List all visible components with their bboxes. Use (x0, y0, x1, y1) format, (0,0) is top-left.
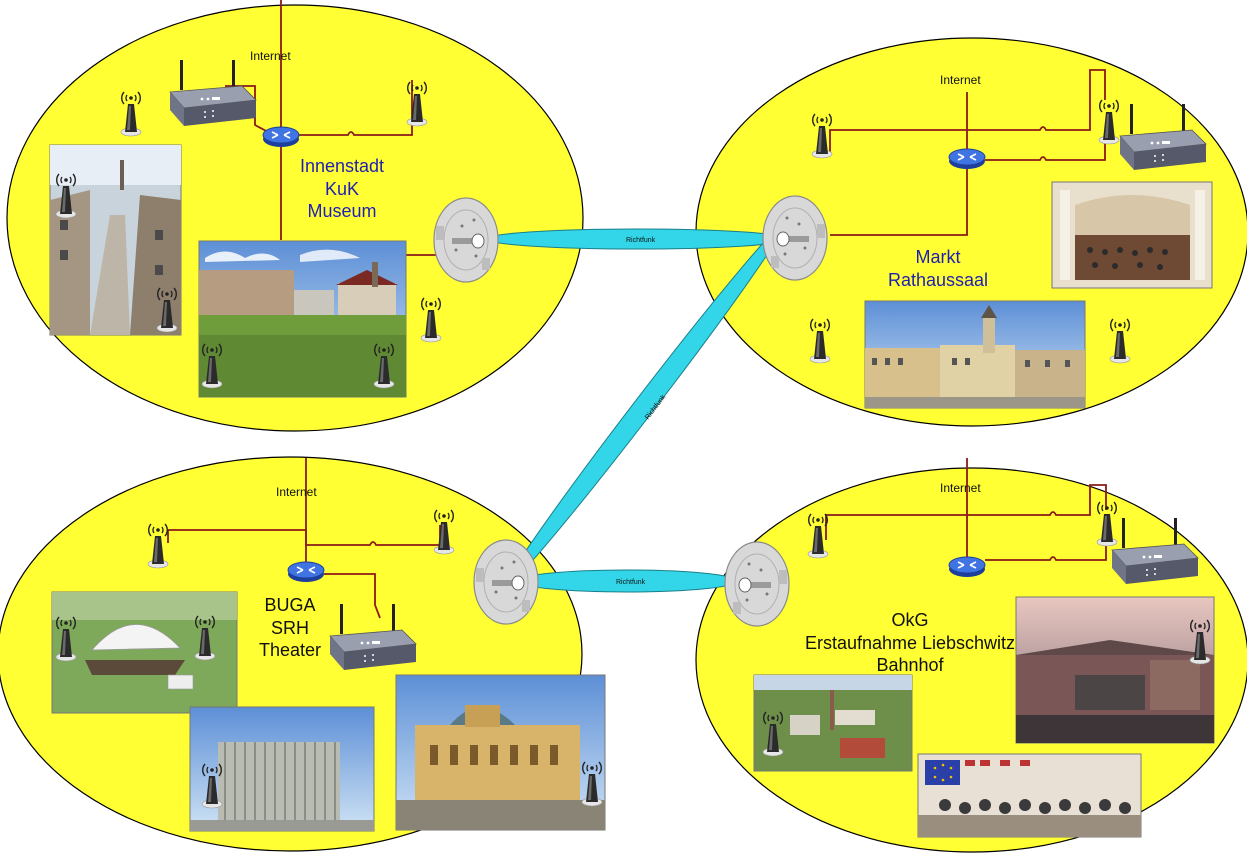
radio-link-label: Richtfunk (616, 579, 646, 586)
photo-theater (395, 674, 606, 831)
region-name-line: Theater (258, 640, 322, 660)
region-name-line: Erstaufnahme Liebschwitz (804, 632, 1016, 653)
photo-rathaussaal-interior (1051, 181, 1213, 289)
region-name-bottom-left: BUGA SRH Theater (240, 594, 340, 662)
cables-bottom-left (167, 458, 441, 619)
router-bottom-right-icon (948, 556, 986, 578)
photo-srh-building (189, 706, 375, 832)
photo-kuk-museum (198, 240, 407, 398)
region-name-line: Bahnhof (876, 655, 944, 675)
photo-bahnhof (1015, 596, 1215, 744)
dish-top-right-icon (762, 195, 828, 281)
region-name-line: OkG (891, 610, 929, 630)
internet-label: Internet (276, 485, 317, 499)
photo-street-view (49, 144, 182, 336)
dish-bottom-left-icon (473, 539, 539, 625)
region-name-line: Rathaussaal (887, 269, 989, 290)
internet-label: Internet (250, 49, 291, 63)
router-top-right-icon (948, 148, 986, 170)
router-bottom-left-icon (287, 561, 325, 583)
region-name-line: SRH (270, 617, 309, 638)
dish-top-left-icon (433, 197, 499, 283)
radio-link-label: Richtfunk (626, 237, 656, 244)
internet-label: Internet (940, 73, 981, 87)
router-top-left-icon (262, 126, 300, 148)
photo-liebschwitz-aerial (753, 674, 913, 772)
cables-bottom-right (825, 458, 1107, 575)
region-name-top-left: Innenstadt KuK Museum (292, 155, 392, 223)
photo-okg-group (917, 753, 1142, 838)
region-name-line: Innenstadt (299, 156, 385, 176)
region-name-line: KuK (324, 178, 360, 199)
region-name-line: Museum (307, 201, 377, 221)
region-name-line: BUGA (264, 595, 316, 615)
region-name-bottom-right: OkG Erstaufnahme Liebschwitz Bahnhof (770, 609, 1050, 677)
region-name-top-right: Markt Rathaussaal (868, 246, 1008, 291)
photo-markt-rathaus (864, 300, 1086, 409)
cables-top-right (829, 69, 1115, 236)
internet-label: Internet (940, 481, 981, 495)
region-name-line: Markt (915, 247, 961, 267)
